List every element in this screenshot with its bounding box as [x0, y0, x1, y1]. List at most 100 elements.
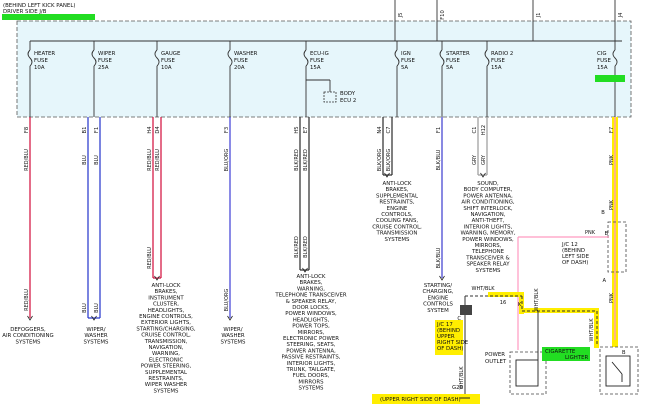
connector-pin-label: F1 — [436, 127, 442, 133]
ecu-ig-destination-line: PASSIVE RESTRAINTS, — [282, 355, 341, 361]
wire-color-label: BLK/BLU — [436, 149, 442, 170]
ign-destination-line: BRAKES, — [386, 187, 409, 193]
gauge-destination-line: SYSTEMS — [154, 388, 179, 394]
jc17-pin: C — [457, 316, 461, 322]
body-ecu-connector — [323, 91, 337, 103]
jc17-label: UPPER — [437, 334, 455, 340]
gauge-destination-line: CLUSTER, — [153, 302, 179, 308]
fuse-rating: 20A — [234, 65, 245, 71]
jc17-label-highlight — [435, 320, 463, 355]
wire-color-label: PNK — [609, 154, 615, 165]
power-outlet-label: POWER — [485, 352, 505, 358]
starter-destination-line: STARTING/ — [424, 283, 452, 289]
heater-destination-line: DEFOGGERS, — [10, 327, 46, 333]
wire-color-label: BLU/ORG — [224, 289, 230, 312]
junction-block-name: DRIVER SIDE J/B — [3, 9, 47, 15]
jc17-label: (BEHIND — [437, 328, 460, 334]
starter-destination-line: CHARGING, — [423, 289, 454, 295]
radio-destination-line: INTERIOR LIGHTS, — [464, 224, 513, 230]
washer-destination-line: WASHER — [221, 333, 245, 339]
starter-destination-line: CONTROLS — [423, 302, 453, 308]
wire-color-label: BLK/BLU — [436, 247, 442, 268]
jc17-label: RIGHT SIDE — [437, 340, 469, 346]
radio-destination-line: BODY COMPUTER, — [464, 187, 513, 193]
connector-pin-label: H12 — [481, 125, 487, 136]
cigarette-lighter-label: CIGARETTE — [545, 349, 576, 355]
wire-color-label: RED/BLU — [24, 149, 30, 171]
jc12-label: OF DASH) — [562, 260, 588, 266]
fuse-element-icon — [154, 49, 160, 67]
top-pin-label: J5 — [398, 13, 404, 19]
radio-destination-line: SHIFT INTERLOCK, — [463, 206, 512, 212]
fuse-rating: 5A — [401, 65, 408, 71]
ecu-ig-destination-line: POWER TOPS, — [292, 324, 330, 330]
wire-color-label: BLU — [94, 303, 100, 313]
jc17-pin: K — [518, 302, 522, 308]
destination-arrow-icon — [480, 172, 486, 178]
destination-arrow-icon — [154, 275, 160, 281]
gauge-destination-line: HEADLIGHTS, — [148, 308, 185, 314]
connector-pin-label: H4 — [147, 126, 153, 134]
connector-pin-label: D4 — [155, 126, 161, 134]
wire-color-label: PNK — [585, 230, 596, 236]
top-pin-label: J1 — [536, 13, 542, 19]
fuse-name: GAUGE — [161, 51, 181, 57]
ecu-ig-destination-line: BRAKES, — [300, 280, 323, 286]
wire-color-label: GRY — [472, 154, 478, 165]
ecu-ig-destination-line: INTERIOR LIGHTS, — [287, 361, 336, 367]
gauge-destination-line: WARNING, — [152, 351, 180, 357]
cigarette-lighter-label-marker — [542, 347, 590, 361]
gauge-destination-line: ANTI-LOCK — [152, 283, 181, 289]
radio-destination-line: MIRRORS, — [475, 243, 502, 249]
wire-color-label: BLK/ORG — [386, 149, 392, 172]
wire-color-label: RED/BLU — [147, 149, 153, 171]
jc12-pin: B — [604, 231, 608, 237]
gauge-destination-line: ELECTRONIC — [149, 357, 183, 363]
wire-color-label: WHT/BLK — [534, 288, 540, 312]
fuse-rating: 5A — [446, 65, 453, 71]
fuse-label: FUSE — [597, 58, 611, 64]
wire-color-label: BLK/RED — [294, 236, 300, 258]
wire-color-label: PNK — [609, 292, 615, 303]
gauge-destination-line: ENGINE CONTROLS, — [139, 314, 193, 320]
ign-destination-line: COOLING FANS, — [376, 218, 419, 224]
fuse-element-icon — [394, 49, 400, 67]
washer-destination-line: SYSTEMS — [221, 339, 246, 345]
fuse-label: FUSE — [446, 58, 460, 64]
wire-color-label: WHT/BLK — [589, 318, 595, 342]
ecu-ig-destination-line: FUEL DOORS, — [293, 373, 330, 379]
gauge-destination-line: STARTING/CHARGING, — [136, 326, 195, 332]
fuse-element-icon — [439, 49, 445, 67]
power-outlet-box — [509, 351, 547, 395]
power-outlet-label: OUTLET — [485, 359, 507, 365]
fuse-label: FUSE — [401, 58, 415, 64]
wiper-destination-line: SYSTEMS — [84, 339, 109, 345]
wire-color-label: RED/BLU — [24, 289, 30, 311]
jc12-label: (BEHIND — [562, 248, 585, 254]
top-pin-label: J4 — [618, 12, 624, 19]
gauge-destination-line: RESTRAINTS, — [148, 376, 183, 382]
jc12-label: LEFT SIDE — [562, 254, 590, 260]
connector-pin-label: F8 — [24, 127, 30, 133]
gauge-destination-line: INSTRUMENT — [148, 295, 184, 301]
fuse-rating: 10A — [34, 65, 45, 71]
fuse-element-icon — [303, 49, 309, 67]
junction-green-marker — [2, 14, 95, 20]
jc12-label: J/C 12 — [561, 242, 578, 248]
radio-destination-line: TRANSCEIVER & — [465, 255, 510, 261]
junction-block — [16, 20, 632, 118]
radio-destination-line: AIR CONDITIONING, — [461, 200, 514, 206]
radio-destination-line: TELEPHONE — [471, 249, 505, 255]
ecu-ig-destination-line: POWER ANTENNA, — [286, 348, 336, 354]
gauge-destination-line: SUPPLEMENTAL — [145, 370, 187, 376]
wire-color-label: BLU — [82, 155, 88, 165]
radio-destination-line: WARNING, MEMORY, — [460, 231, 515, 237]
gauge-destination-line: CRUISE CONTROL, — [141, 333, 191, 339]
ecu-ig-destination-line: HEADLIGHTS, — [293, 317, 330, 323]
fuse-label: FUSE — [98, 58, 112, 64]
radio-destination-line: SYSTEMS — [476, 268, 501, 274]
radio-destination-line: SOUND, — [477, 181, 499, 187]
wire-color-label: BLU/ORG — [224, 149, 230, 172]
fuse-element-icon — [484, 49, 490, 67]
ign-destination-line: RESTRAINTS, — [379, 200, 414, 206]
